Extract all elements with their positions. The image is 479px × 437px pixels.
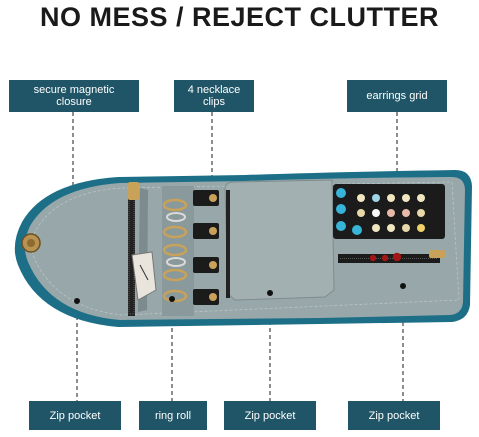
ring-roll bbox=[162, 186, 194, 316]
callout-zip-pocket-center: Zip pocket bbox=[224, 401, 316, 430]
callout-zip-pocket-left: Zip pocket bbox=[29, 401, 121, 430]
center-pocket bbox=[224, 179, 335, 301]
zip-left-pull bbox=[128, 182, 139, 200]
beads bbox=[369, 252, 402, 262]
necklace-clip-1 bbox=[193, 190, 219, 206]
callout-magnetic-line2: closure bbox=[56, 96, 92, 108]
callout-zip-pocket-right: Zip pocket bbox=[348, 401, 440, 430]
callout-necklace-line2: clips bbox=[202, 96, 225, 108]
earrings bbox=[336, 188, 425, 235]
right-pocket-dot bbox=[400, 283, 406, 289]
rings-silver bbox=[166, 212, 186, 267]
necklace-clip-2 bbox=[193, 223, 219, 239]
right-zip-pull bbox=[429, 250, 445, 258]
center-pocket-dot bbox=[267, 290, 273, 296]
necklace-clip-4 bbox=[193, 289, 219, 305]
callout-magnetic-line1: secure magnetic bbox=[33, 84, 115, 96]
rings bbox=[162, 198, 188, 303]
necklace-clip-3 bbox=[193, 257, 219, 273]
watch bbox=[131, 251, 157, 301]
necklace-clips bbox=[193, 190, 219, 305]
zip-left-dot bbox=[74, 298, 80, 304]
zip-left-zipper bbox=[128, 186, 135, 316]
callout-earrings-grid: earrings grid bbox=[347, 80, 447, 112]
center-zipper bbox=[226, 190, 230, 298]
headline: NO MESS / REJECT CLUTTER bbox=[39, 2, 440, 32]
ring-roll-dot bbox=[169, 296, 175, 302]
callout-necklace-line1: 4 necklace bbox=[187, 84, 241, 96]
callout-ring-roll: ring roll bbox=[139, 401, 207, 430]
